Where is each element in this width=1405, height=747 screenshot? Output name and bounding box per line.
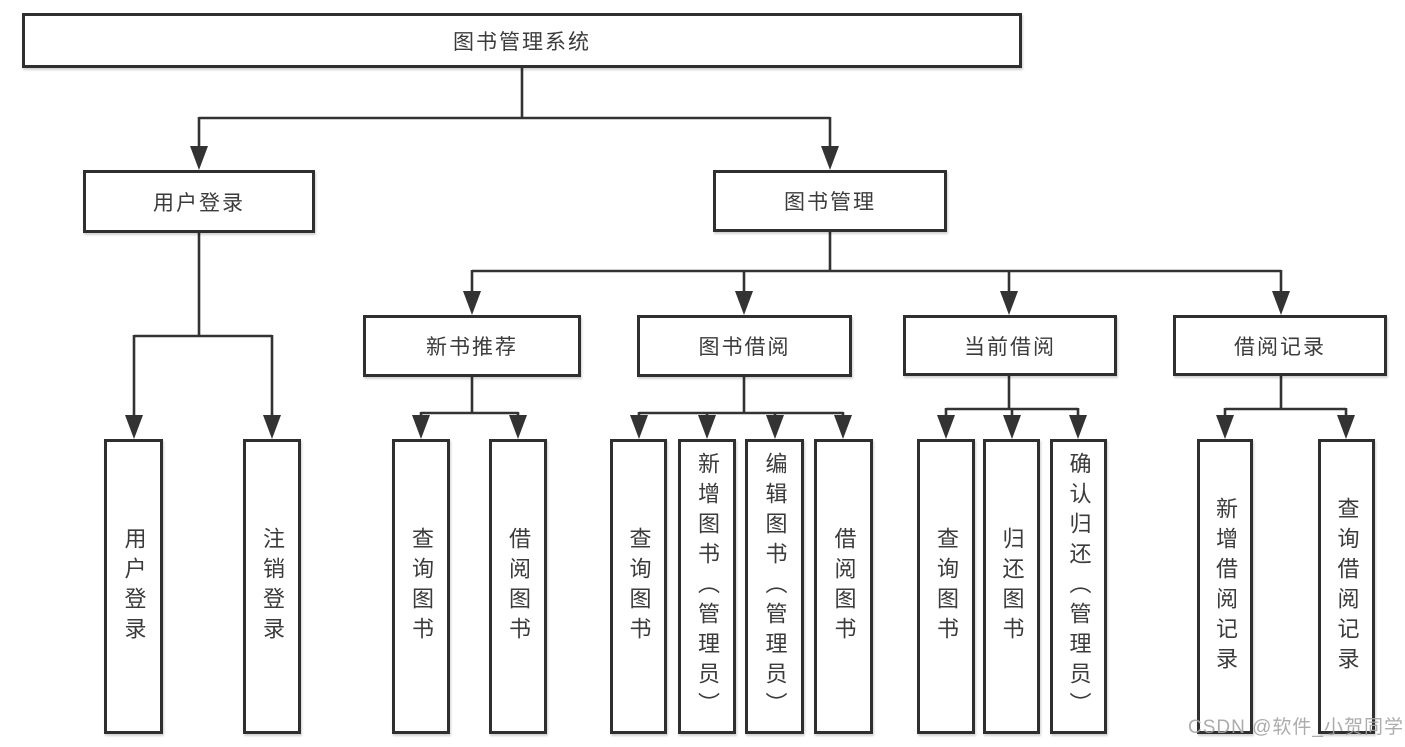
edge-user-login-to-leaves: [132, 233, 274, 417]
leaf-query-borrow-record: 查询借阅记录: [1318, 439, 1375, 734]
node-user-login: 用户登录: [83, 170, 315, 233]
leaf-borrow-books-2: 借阅图书: [814, 439, 873, 734]
node-root-system: 图书管理系统: [22, 13, 1022, 68]
leaf-confirm-return-admin: 确认归还（管理员）: [1050, 439, 1107, 734]
edge-book-mgmt-to-level3: [470, 232, 1283, 293]
node-new-book-recommend: 新书推荐: [363, 315, 581, 377]
leaf-user-login: 用户登录: [104, 439, 163, 734]
edge-book-borrow-to-leaves: [637, 377, 845, 419]
node-book-management: 图书管理: [713, 170, 947, 232]
edge-borrow-records-to-leaves: [1223, 376, 1348, 419]
csdn-watermark: CSDN @软件_小贺同学: [1188, 717, 1404, 738]
leaf-query-books-3: 查询图书: [917, 439, 975, 734]
node-current-borrowing: 当前借阅: [903, 315, 1117, 376]
leaf-return-books: 归还图书: [983, 439, 1040, 734]
arrowheads: [125, 146, 1355, 439]
leaf-logout: 注销登录: [243, 439, 301, 734]
leaf-add-books-admin: 新增图书（管理员）: [678, 439, 736, 734]
leaf-add-borrow-record: 新增借阅记录: [1197, 439, 1253, 734]
node-book-borrowing: 图书借阅: [637, 315, 852, 377]
edge-current-borrow-to-leaves: [944, 376, 1080, 419]
leaf-query-books-2: 查询图书: [610, 439, 667, 734]
edge-root-to-level2: [197, 68, 832, 148]
leaf-query-books-1: 查询图书: [392, 439, 450, 734]
node-borrowing-records: 借阅记录: [1173, 315, 1387, 376]
leaf-borrow-books-1: 借阅图书: [489, 439, 547, 734]
leaf-edit-books-admin: 编辑图书（管理员）: [745, 439, 804, 734]
edge-new-book-rec-to-leaves: [419, 377, 520, 419]
